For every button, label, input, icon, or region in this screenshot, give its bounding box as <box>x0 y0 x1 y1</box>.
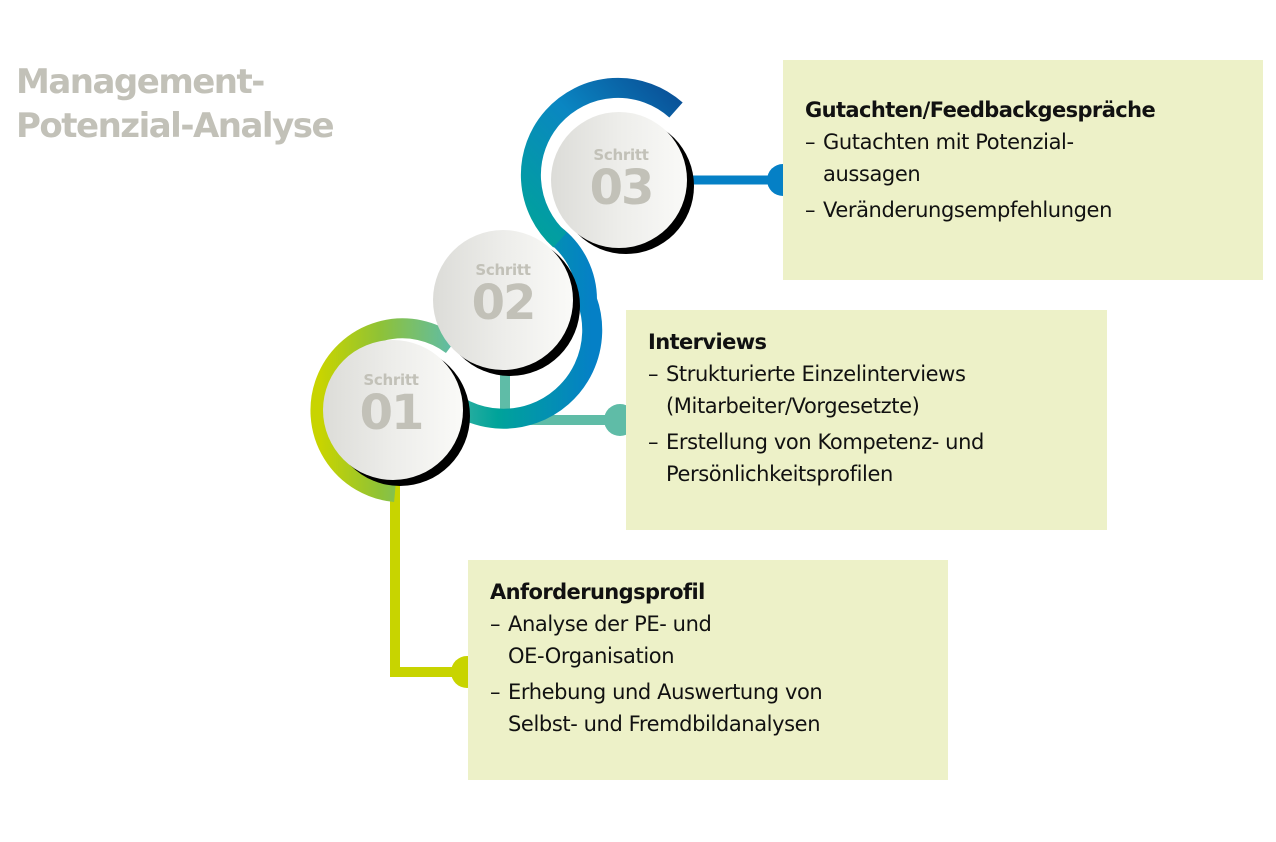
step-label-3: Schritt 03 <box>551 147 691 213</box>
dash-bullet-icon: – <box>490 612 501 636</box>
dash-bullet-icon: – <box>490 680 501 704</box>
title-line-2: Potenzial-Analyse <box>16 106 335 146</box>
connector-step-3 <box>680 164 799 196</box>
ring-arc-1 <box>310 318 459 502</box>
dash-bullet-icon: – <box>648 362 659 386</box>
list-item: –Gutachten mit Potenzial-aussagen <box>805 126 1245 190</box>
dash-bullet-icon: – <box>648 430 659 454</box>
step-disc-2 <box>433 230 573 370</box>
diagram-title: Management- Potenzial-Analyse <box>16 60 335 148</box>
step-word: Schritt <box>363 371 419 389</box>
step-items-2: –Strukturierte Einzelinterviews(Mitarbei… <box>648 358 1089 490</box>
dash-bullet-icon: – <box>805 198 816 222</box>
step-heading-2: Interviews <box>648 330 767 354</box>
list-item: –Veränderungsempfehlungen <box>805 194 1245 226</box>
step-number: 02 <box>471 275 537 331</box>
step-heading-1: Anforderungsprofil <box>490 580 705 604</box>
step-number: 03 <box>589 160 655 216</box>
title-line-1: Management- <box>16 62 265 102</box>
step-box-2: Interviews –Strukturierte Einzelintervie… <box>626 310 1107 530</box>
step-items-3: –Gutachten mit Potenzial-aussagen –Verän… <box>805 126 1245 226</box>
step-label-1: Schritt 01 <box>321 372 461 438</box>
step-label-2: Schritt 02 <box>433 262 573 328</box>
step-word: Schritt <box>475 261 531 279</box>
step-disc-1 <box>323 340 463 480</box>
step-box-3: Gutachten/Feedbackgespräche –Gutachten m… <box>783 60 1263 280</box>
step-heading-3: Gutachten/Feedbackgespräche <box>805 98 1156 122</box>
step-number: 01 <box>359 385 425 441</box>
list-item: –Strukturierte Einzelinterviews(Mitarbei… <box>648 358 1089 422</box>
step-word: Schritt <box>593 146 649 164</box>
ring-arc-3 <box>520 77 683 248</box>
dash-bullet-icon: – <box>805 130 816 154</box>
step-disc-3 <box>551 112 687 248</box>
